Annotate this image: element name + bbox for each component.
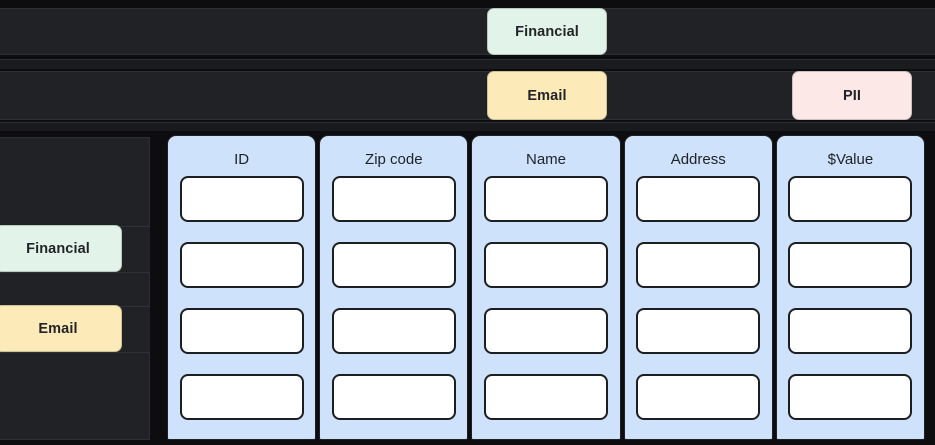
table-cell[interactable] [788,374,913,420]
row-separator-upper [0,59,935,69]
table-column-name[interactable]: Name [471,135,621,440]
cell-stack [472,176,619,420]
table-cell[interactable] [636,242,761,288]
chip-pii-top[interactable]: PII [792,71,912,120]
table-column-zip-code[interactable]: Zip code [319,135,469,440]
table-cell[interactable] [331,176,456,222]
table-cell[interactable] [331,242,456,288]
table-cell[interactable] [484,242,608,288]
table-column-address[interactable]: Address [623,135,773,440]
table-cell[interactable] [484,176,608,222]
cell-stack [168,176,315,420]
table-cell[interactable] [179,308,304,354]
cell-stack [320,176,467,420]
cell-stack [777,176,924,420]
table-cell[interactable] [179,242,304,288]
chip-financial-sidebar[interactable]: Financial [0,225,122,272]
sidebar-panel [0,137,150,440]
column-header: ID [234,151,250,168]
chip-email-sidebar[interactable]: Email [0,305,122,352]
table-column-value[interactable]: $Value [775,135,926,440]
table-cell[interactable] [788,308,913,354]
table-cell[interactable] [179,176,304,222]
table-cell[interactable] [331,374,456,420]
email-pii-row-band [0,71,935,120]
table-cell[interactable] [636,176,761,222]
financial-row-band [0,8,935,55]
table-cell[interactable] [636,308,761,354]
chip-financial-top[interactable]: Financial [487,8,607,55]
data-table: ID Zip code Name [167,135,926,440]
table-cell[interactable] [788,242,913,288]
column-header: Address [670,151,726,168]
cell-stack [625,176,772,420]
column-header: Name [526,151,567,168]
table-cell[interactable] [484,374,608,420]
table-cell[interactable] [331,308,456,354]
table-cell[interactable] [636,374,761,420]
column-header: Zip code [365,151,423,168]
table-cell[interactable] [179,374,304,420]
table-column-id[interactable]: ID [167,135,317,440]
table-cell[interactable] [484,308,608,354]
table-cell[interactable] [788,176,913,222]
column-header: $Value [827,151,874,168]
row-separator-lower [0,122,935,131]
chip-email-top[interactable]: Email [487,71,607,120]
